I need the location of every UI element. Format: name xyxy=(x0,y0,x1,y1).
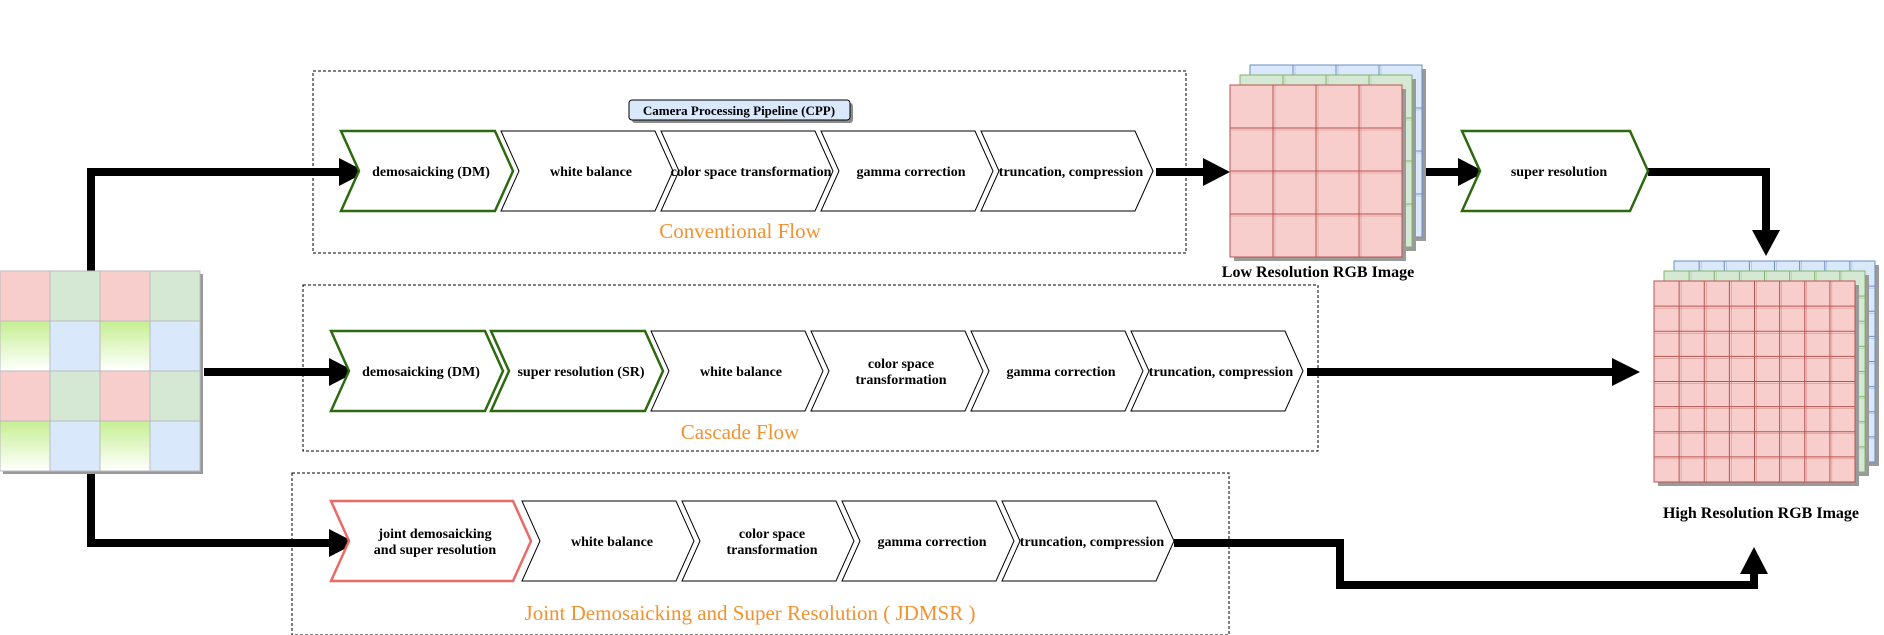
jdmsr-stage-label: truncation, compression xyxy=(1020,535,1165,550)
jdmsr-flow-title: Joint Demosaicking and Super Resolution … xyxy=(525,601,976,625)
low-resolution-label: Low Resolution RGB Image xyxy=(1222,264,1414,281)
cascade-stage-label: transformation xyxy=(856,373,947,388)
bayer-pixel xyxy=(49,320,101,372)
bayer-pixel xyxy=(149,420,201,472)
bayer-pixel xyxy=(49,270,101,322)
cascade-stage-shape xyxy=(1130,330,1304,412)
jdmsr-stage-label: color space xyxy=(739,527,805,542)
input-to-jdmsr-arrow xyxy=(87,473,336,547)
conventional-stage-shape xyxy=(660,130,834,212)
post-sr-stage: super resolution xyxy=(1460,129,1650,213)
conventional-stages: demosaicking (DM) white balance color spac… xyxy=(339,129,1154,213)
jdmsr-stage-label: white balance xyxy=(571,535,653,550)
conventional-stage-shape xyxy=(820,130,994,212)
jdmsr-stage-label: gamma correction xyxy=(878,535,987,550)
jdmsr-stage-label: joint demosaicking xyxy=(377,527,491,542)
jdmsr-to-highres-arrowhead xyxy=(1740,547,1768,574)
conventional-stage-label: white balance xyxy=(550,165,632,180)
high-resolution-label: High Resolution RGB Image xyxy=(1663,505,1859,522)
conventional-flow-box xyxy=(312,70,1187,254)
conventional-stage-label: gamma correction xyxy=(857,165,966,180)
input-to-conventional-arrow xyxy=(87,168,346,271)
cascade-stage-label: super resolution (SR) xyxy=(517,365,644,380)
red-channel-layer xyxy=(1653,280,1859,486)
bayer-pixel xyxy=(49,370,101,422)
conventional-stage-label: truncation, compression xyxy=(999,165,1144,180)
jdmsr-stage-label: and super resolution xyxy=(374,543,497,558)
bayer-pixel xyxy=(0,320,51,372)
sr-to-highres-arrow xyxy=(1648,168,1770,236)
jdmsr-stage-label: transformation xyxy=(727,543,818,558)
lowres-to-sr-arrowhead xyxy=(1458,158,1485,186)
conventional-stage-label: color space transformation xyxy=(671,165,832,180)
cascade-stage-label: color space xyxy=(868,357,934,372)
jdmsr-to-highres-arrow xyxy=(1174,539,1758,589)
input-to-jdmsr-arrowhead xyxy=(329,529,356,557)
super-resolution-stage-shape xyxy=(1460,129,1650,213)
cascade-stage-shape xyxy=(970,330,1144,412)
bayer-pixel xyxy=(0,420,51,472)
bayer-pixel xyxy=(49,420,101,472)
bayer-pixel xyxy=(149,320,201,372)
bayer-pixel xyxy=(149,370,201,422)
cascade-to-highres-arrowhead xyxy=(1612,358,1640,386)
jdmsr-flow-box xyxy=(291,472,1230,635)
bayer-input-image xyxy=(0,270,203,474)
bayer-pixel xyxy=(149,270,201,322)
conventional-stage-shape xyxy=(339,129,515,213)
bayer-pixel xyxy=(0,270,51,322)
conventional-flow-title: Conventional Flow xyxy=(659,219,821,243)
jdmsr-stage-shape xyxy=(841,500,1015,582)
bayer-pixel xyxy=(0,370,51,422)
cascade-stage-shape xyxy=(489,329,665,413)
cascade-stage-label: demosaicking (DM) xyxy=(362,365,480,380)
low-resolution-rgb-image xyxy=(1229,64,1426,261)
cascade-stage-shape xyxy=(329,329,505,413)
jdmsr-stage-shape xyxy=(681,500,855,582)
connectors xyxy=(87,158,1780,589)
conventional-stage-shape xyxy=(500,130,674,212)
bayer-pixel xyxy=(99,320,151,372)
conventional-stage-label: demosaicking (DM) xyxy=(372,165,490,180)
jdmsr-stage-shape xyxy=(329,499,533,583)
super-resolution-stage-label: super resolution xyxy=(1511,165,1608,180)
jdmsr-stage-shape xyxy=(1001,500,1175,582)
cascade-stage-shape xyxy=(810,330,984,412)
cpp-label-text: Camera Processing Pipeline (CPP) xyxy=(643,103,835,118)
conventional-stage-shape xyxy=(980,130,1154,212)
conventional-to-lowres-arrowhead xyxy=(1203,158,1230,186)
red-channel-layer xyxy=(1229,84,1406,261)
jdmsr-stage-shape xyxy=(521,500,695,582)
cascade-flow-title: Cascade Flow xyxy=(681,420,800,444)
cascade-stage-label: gamma correction xyxy=(1007,365,1116,380)
cascade-stage-label: truncation, compression xyxy=(1149,365,1294,380)
bayer-pixel xyxy=(99,420,151,472)
high-resolution-rgb-image xyxy=(1653,260,1879,486)
input-to-cascade-arrowhead xyxy=(329,358,356,386)
input-to-conventional-arrowhead xyxy=(339,158,366,186)
cascade-stages: demosaicking (DM) super resolution (SR) wh… xyxy=(329,329,1304,413)
cascade-stage-label: white balance xyxy=(700,365,782,380)
bayer-pixel xyxy=(99,270,151,322)
cpp-label: Camera Processing Pipeline (CPP) xyxy=(628,99,853,123)
cascade-stage-shape xyxy=(650,330,824,412)
bayer-pixel xyxy=(99,370,151,422)
sr-to-highres-arrowhead xyxy=(1752,230,1780,256)
